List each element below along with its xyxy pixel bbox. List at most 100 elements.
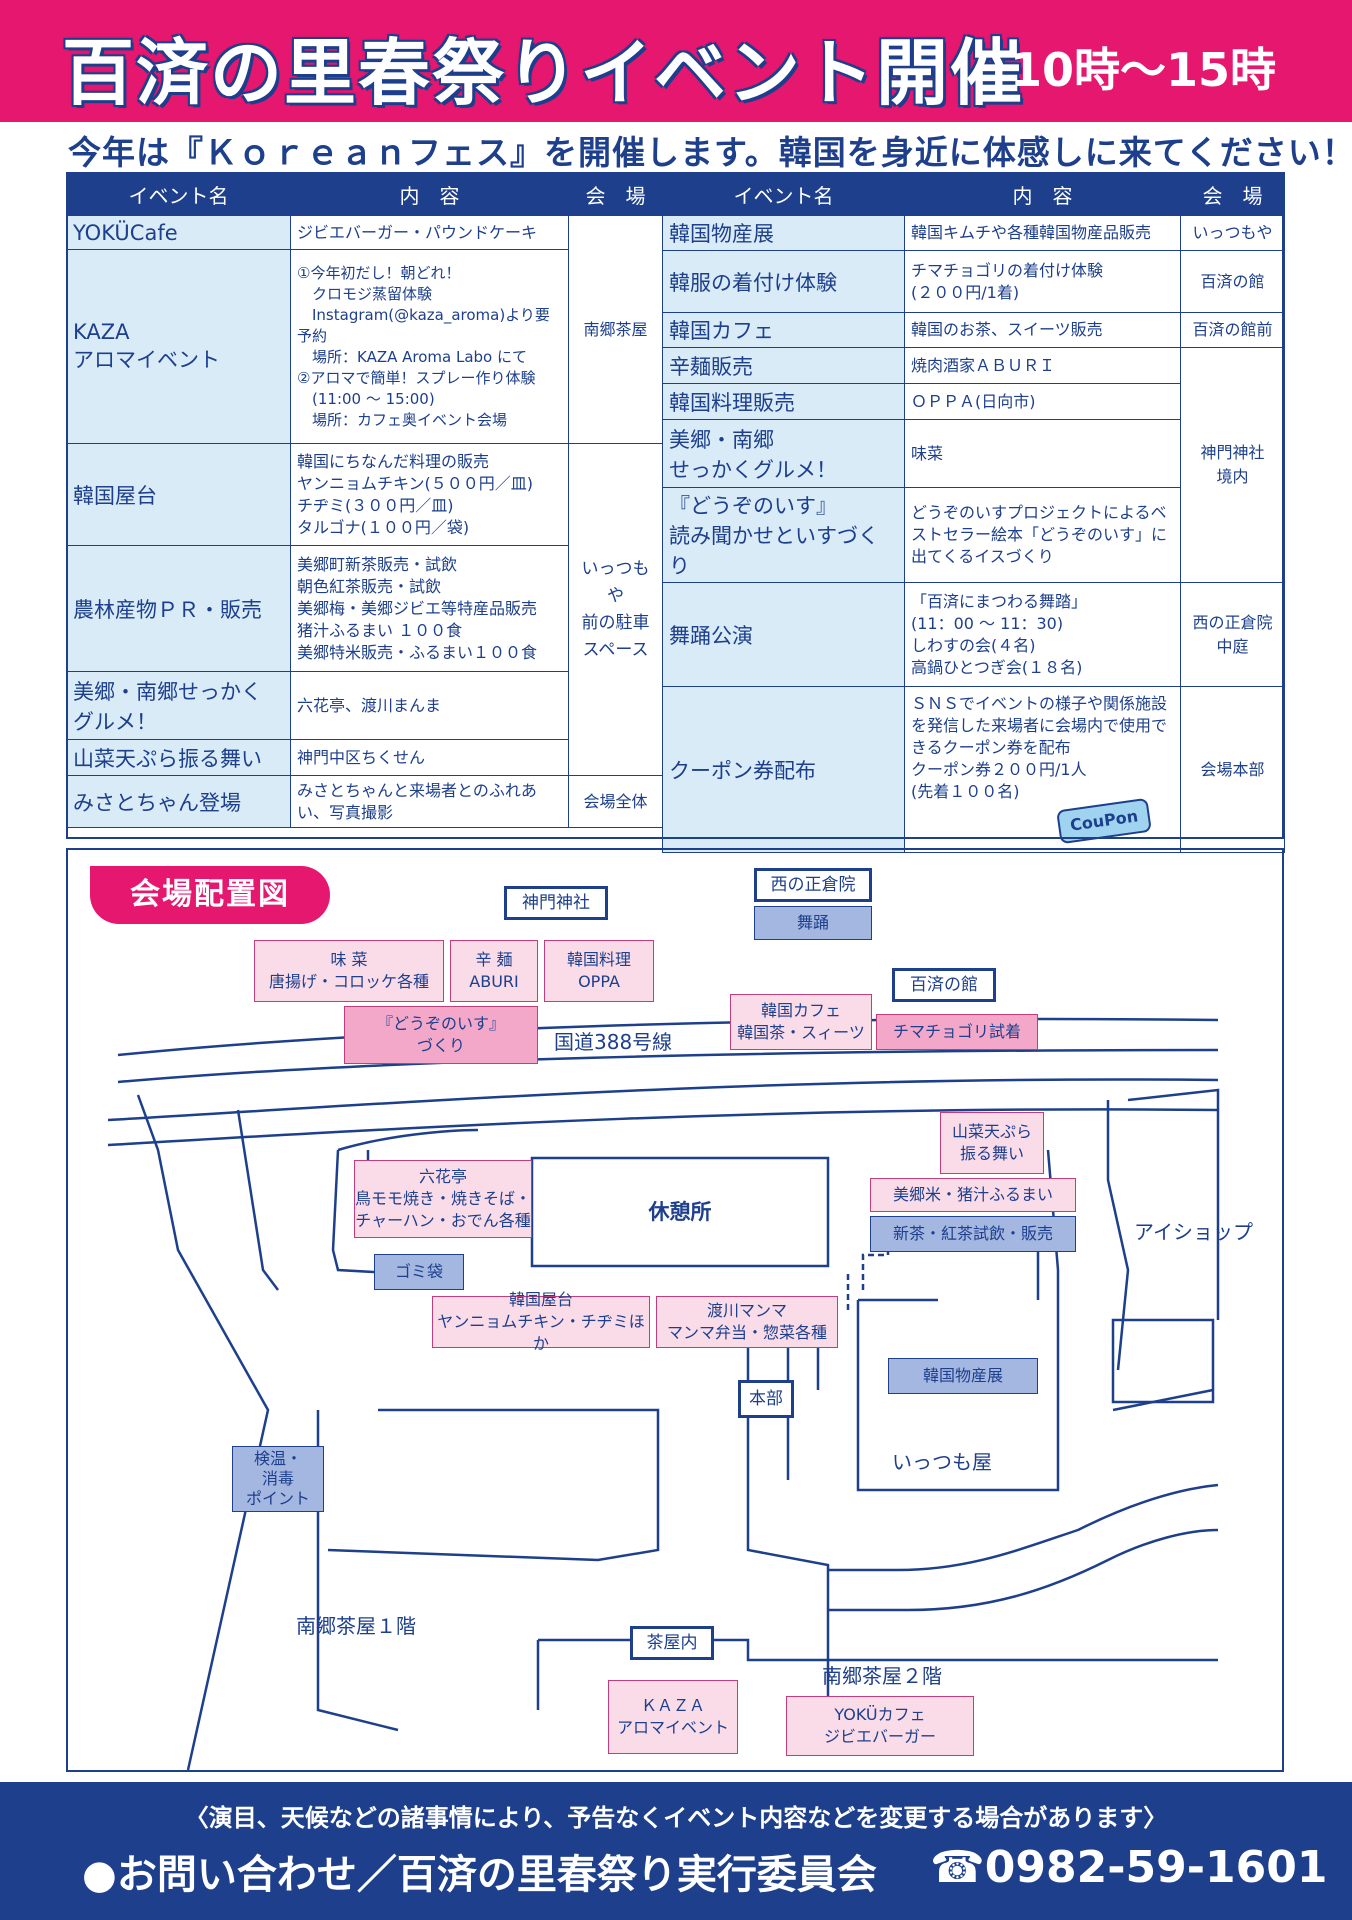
page-footer: 〈演目、天候などの諸事情により、予告なくイベント内容などを変更する場合があります… bbox=[0, 1782, 1352, 1920]
event-name: 美郷・南郷せっかく グルメ！ bbox=[66, 671, 291, 740]
map-box-misato-rice: 美郷米・猪汁ふるまい bbox=[870, 1178, 1076, 1212]
event-name: みさとちゃん登場 bbox=[66, 775, 291, 828]
table-row: 韓国物産展 韓国キムチや各種韓国物産品販売 いっつもや bbox=[662, 215, 1285, 251]
table-row: 韓国屋台 韓国にちなんだ料理の販売 ヤンニョムチキン(５００円／皿) チヂミ(３… bbox=[66, 443, 663, 776]
table-row: クーポン券配布 ＳＮＳでイベントの様子や関係施設を発信した来場者に会場内で使用で… bbox=[662, 686, 1285, 853]
map-box-misai: 味 菜 唐揚げ・コロッケ各種 bbox=[254, 940, 444, 1002]
map-box-korean-food: 韓国料理 OPPA bbox=[544, 940, 654, 1002]
event-name: 韓国屋台 bbox=[66, 443, 291, 546]
map-box-korean-goods: 韓国物産展 bbox=[888, 1358, 1038, 1394]
event-venue: 会場本部 bbox=[1180, 686, 1285, 853]
map-box-chaya-inside: 茶屋内 bbox=[630, 1626, 714, 1660]
event-desc: チマチョゴリの着付け体験 (２００円/1着) bbox=[904, 250, 1181, 313]
events-table-right: イベント名 内 容 会 場 韓国物産展 韓国キムチや各種韓国物産品販売 いっつも… bbox=[662, 172, 1285, 853]
map-title: 会場配置図 bbox=[90, 866, 330, 924]
event-desc: 神門中区ちくせん bbox=[290, 739, 569, 776]
map-box-rest-area: 休憩所 bbox=[648, 1200, 712, 1224]
venue-map: 会場配置図 神門神社 西の正倉院 舞踊 味 菜 唐揚げ・コロッケ各種 辛 麺 A… bbox=[66, 848, 1284, 1772]
map-box-hq: 本部 bbox=[738, 1380, 794, 1418]
event-venue: 会場全体 bbox=[568, 775, 663, 828]
page-title: 百済の里春祭りイベント開催 bbox=[62, 31, 1025, 115]
col-header-event: イベント名 bbox=[66, 172, 291, 216]
event-desc: ①今年初だし！朝どれ！ クロモジ蒸留体験 Instagram(@kaza_aro… bbox=[290, 249, 569, 444]
map-label-itsumoya: いっつも屋 bbox=[892, 1450, 992, 1474]
map-box-nishi-shosoin: 西の正倉院 bbox=[754, 868, 872, 902]
event-name: 『どうぞのいす』 読み聞かせといすづくり bbox=[662, 487, 905, 583]
map-box-douzo-chair: 『どうぞのいす』 づくり bbox=[344, 1006, 538, 1064]
table-row: 農林産物ＰＲ・販売 美郷町新茶販売・試飲 朝色紅茶販売・試飲 美郷梅・美郷ジビエ… bbox=[66, 545, 663, 672]
map-box-korean-stall: 韓国屋台 ヤンニョムチキン・チヂミほか bbox=[432, 1290, 650, 1353]
event-venue: 西の正倉院 中庭 bbox=[1180, 582, 1285, 687]
col-header-content: 内 容 bbox=[904, 172, 1181, 216]
map-box-karamen: 辛 麺 ABURI bbox=[450, 940, 538, 1002]
event-desc: 六花亭、渡川まんま bbox=[290, 671, 569, 740]
footer-phone: ☎0982-59-1601 bbox=[930, 1842, 1328, 1893]
intro-text: 今年は『Ｋｏｒｅａｎフェス』を開催します。韓国を身近に体感しに来てください！ bbox=[68, 133, 1352, 172]
event-desc: 美郷町新茶販売・試飲 朝色紅茶販売・試飲 美郷梅・美郷ジビエ等特産品販売 猪汁ふ… bbox=[290, 545, 569, 672]
event-name: 農林産物ＰＲ・販売 bbox=[66, 545, 291, 672]
event-desc: ＯＰＰＡ(日向市) bbox=[904, 383, 1181, 420]
coupon-icon: CouPon bbox=[1055, 797, 1152, 845]
table-row: 『どうぞのいす』 読み聞かせといすづくり どうぞのいすプロジェクトによるベストセ… bbox=[662, 487, 1285, 583]
map-box-tea: 新茶・紅茶試飲・販売 bbox=[870, 1216, 1076, 1252]
table-row: みさとちゃん登場 みさとちゃんと来場者とのふれあい、写真撮影 会場全体 bbox=[66, 775, 663, 828]
event-venue: 百済の館 bbox=[1180, 250, 1285, 313]
map-label-nango-2f: 南郷茶屋２階 bbox=[822, 1664, 942, 1688]
table-row: 舞踊公演 「百済にまつわる舞踏」 (11：00 ～ 11：30) しわすの会(４… bbox=[662, 582, 1285, 687]
event-name: 舞踊公演 bbox=[662, 582, 905, 687]
event-venue: 南郷茶屋 bbox=[568, 215, 663, 444]
event-name: YOKÜCafe bbox=[66, 215, 291, 250]
table-row: 韓服の着付け体験 チマチョゴリの着付け体験 (２００円/1着) 百済の館 bbox=[662, 250, 1285, 313]
map-box-rikka: 六花亭 鳥モモ焼き・焼きそば・ チャーハン・おでん各種 bbox=[354, 1160, 532, 1238]
event-desc: 韓国にちなんだ料理の販売 ヤンニョムチキン(５００円／皿) チヂミ(３００円／皿… bbox=[290, 443, 569, 546]
col-header-event: イベント名 bbox=[662, 172, 905, 216]
col-header-venue: 会 場 bbox=[1180, 172, 1285, 216]
event-desc: 韓国キムチや各種韓国物産品販売 bbox=[904, 215, 1181, 251]
table-row: 辛麺販売 焼肉酒家ＡＢＵＲＩ 神門神社 境内 bbox=[662, 347, 1285, 583]
event-name: 韓服の着付け体験 bbox=[662, 250, 905, 313]
map-box-mikado-shrine: 神門神社 bbox=[504, 886, 608, 920]
event-desc: 味菜 bbox=[904, 419, 1181, 488]
event-name: クーポン券配布 bbox=[662, 686, 905, 853]
event-desc: ジビエバーガー・パウンドケーキ bbox=[290, 215, 569, 250]
col-header-content: 内 容 bbox=[290, 172, 569, 216]
footer-contact: ●お問い合わせ／百済の里春祭り実行委員会 bbox=[82, 1852, 877, 1898]
event-venue: いっつもや bbox=[1180, 215, 1285, 251]
table-row: KAZA アロマイベント ①今年初だし！朝どれ！ クロモジ蒸留体験 Instag… bbox=[66, 249, 663, 444]
footer-note: 〈演目、天候などの諸事情により、予告なくイベント内容などを変更する場合があります… bbox=[184, 1804, 1168, 1832]
map-lines bbox=[107, 1017, 1220, 1771]
map-box-temp-check: 検温・ 消毒 ポイント bbox=[232, 1446, 324, 1512]
table-row: YOKÜCafe ジビエバーガー・パウンドケーキ 南郷茶屋 bbox=[66, 215, 663, 444]
map-box-kaza-aroma: ＫＡＺＡ アロマイベント bbox=[608, 1680, 738, 1754]
map-box-sansai: 山菜天ぷら 振る舞い bbox=[940, 1112, 1044, 1174]
map-label-road: 国道388号線 bbox=[554, 1030, 673, 1054]
event-name: 韓国物産展 bbox=[662, 215, 905, 251]
events-table-left: イベント名 内 容 会 場 YOKÜCafe ジビエバーガー・パウンドケーキ 南… bbox=[66, 172, 663, 828]
table-row: 韓国料理販売 ＯＰＰＡ(日向市) bbox=[662, 383, 1285, 420]
table-row: 山菜天ぷら振る舞い 神門中区ちくせん bbox=[66, 739, 663, 776]
map-label-nango-1f: 南郷茶屋１階 bbox=[296, 1614, 416, 1638]
event-venue: 神門神社 境内 bbox=[1180, 347, 1285, 583]
map-box-kudara-hall: 百済の館 bbox=[892, 968, 996, 1002]
event-desc: 「百済にまつわる舞踏」 (11：00 ～ 11：30) しわすの会(４名) 高鍋… bbox=[904, 582, 1181, 687]
map-box-trash-bags: ゴミ袋 bbox=[374, 1254, 464, 1290]
map-label-ishop: アイショップ bbox=[1134, 1220, 1253, 1244]
event-desc: 韓国のお茶、スイーツ販売 bbox=[904, 312, 1181, 348]
map-box-tokawa-mamma: 渡川マンマ マンマ弁当・惣菜各種 bbox=[656, 1296, 838, 1348]
event-desc: みさとちゃんと来場者とのふれあい、写真撮影 bbox=[290, 775, 569, 828]
map-box-yoku-cafe: YOKÜカフェ ジビエバーガー bbox=[786, 1696, 974, 1756]
event-name: 韓国カフェ bbox=[662, 312, 905, 348]
event-name: 辛麺販売 bbox=[662, 347, 905, 384]
table-row: 美郷・南郷 せっかくグルメ！ 味菜 bbox=[662, 419, 1285, 488]
event-name: 韓国料理販売 bbox=[662, 383, 905, 420]
event-desc: 焼肉酒家ＡＢＵＲＩ bbox=[904, 347, 1181, 384]
map-box-korean-cafe: 韓国カフェ 韓国茶・スィーツ bbox=[730, 994, 872, 1050]
map-box-dance: 舞踊 bbox=[754, 906, 872, 940]
event-name: KAZA アロマイベント bbox=[66, 249, 291, 444]
event-venue: いっつもや 前の駐車 スペース bbox=[568, 443, 663, 776]
event-name: 山菜天ぷら振る舞い bbox=[66, 739, 291, 776]
event-desc: どうぞのいすプロジェクトによるベストセラー絵本「どうぞのいす」に出てくるイスづく… bbox=[904, 487, 1181, 583]
event-name: 美郷・南郷 せっかくグルメ！ bbox=[662, 419, 905, 488]
event-venue: 百済の館前 bbox=[1180, 312, 1285, 348]
map-box-chima-fitting: チマチョゴリ試着 bbox=[876, 1014, 1038, 1050]
